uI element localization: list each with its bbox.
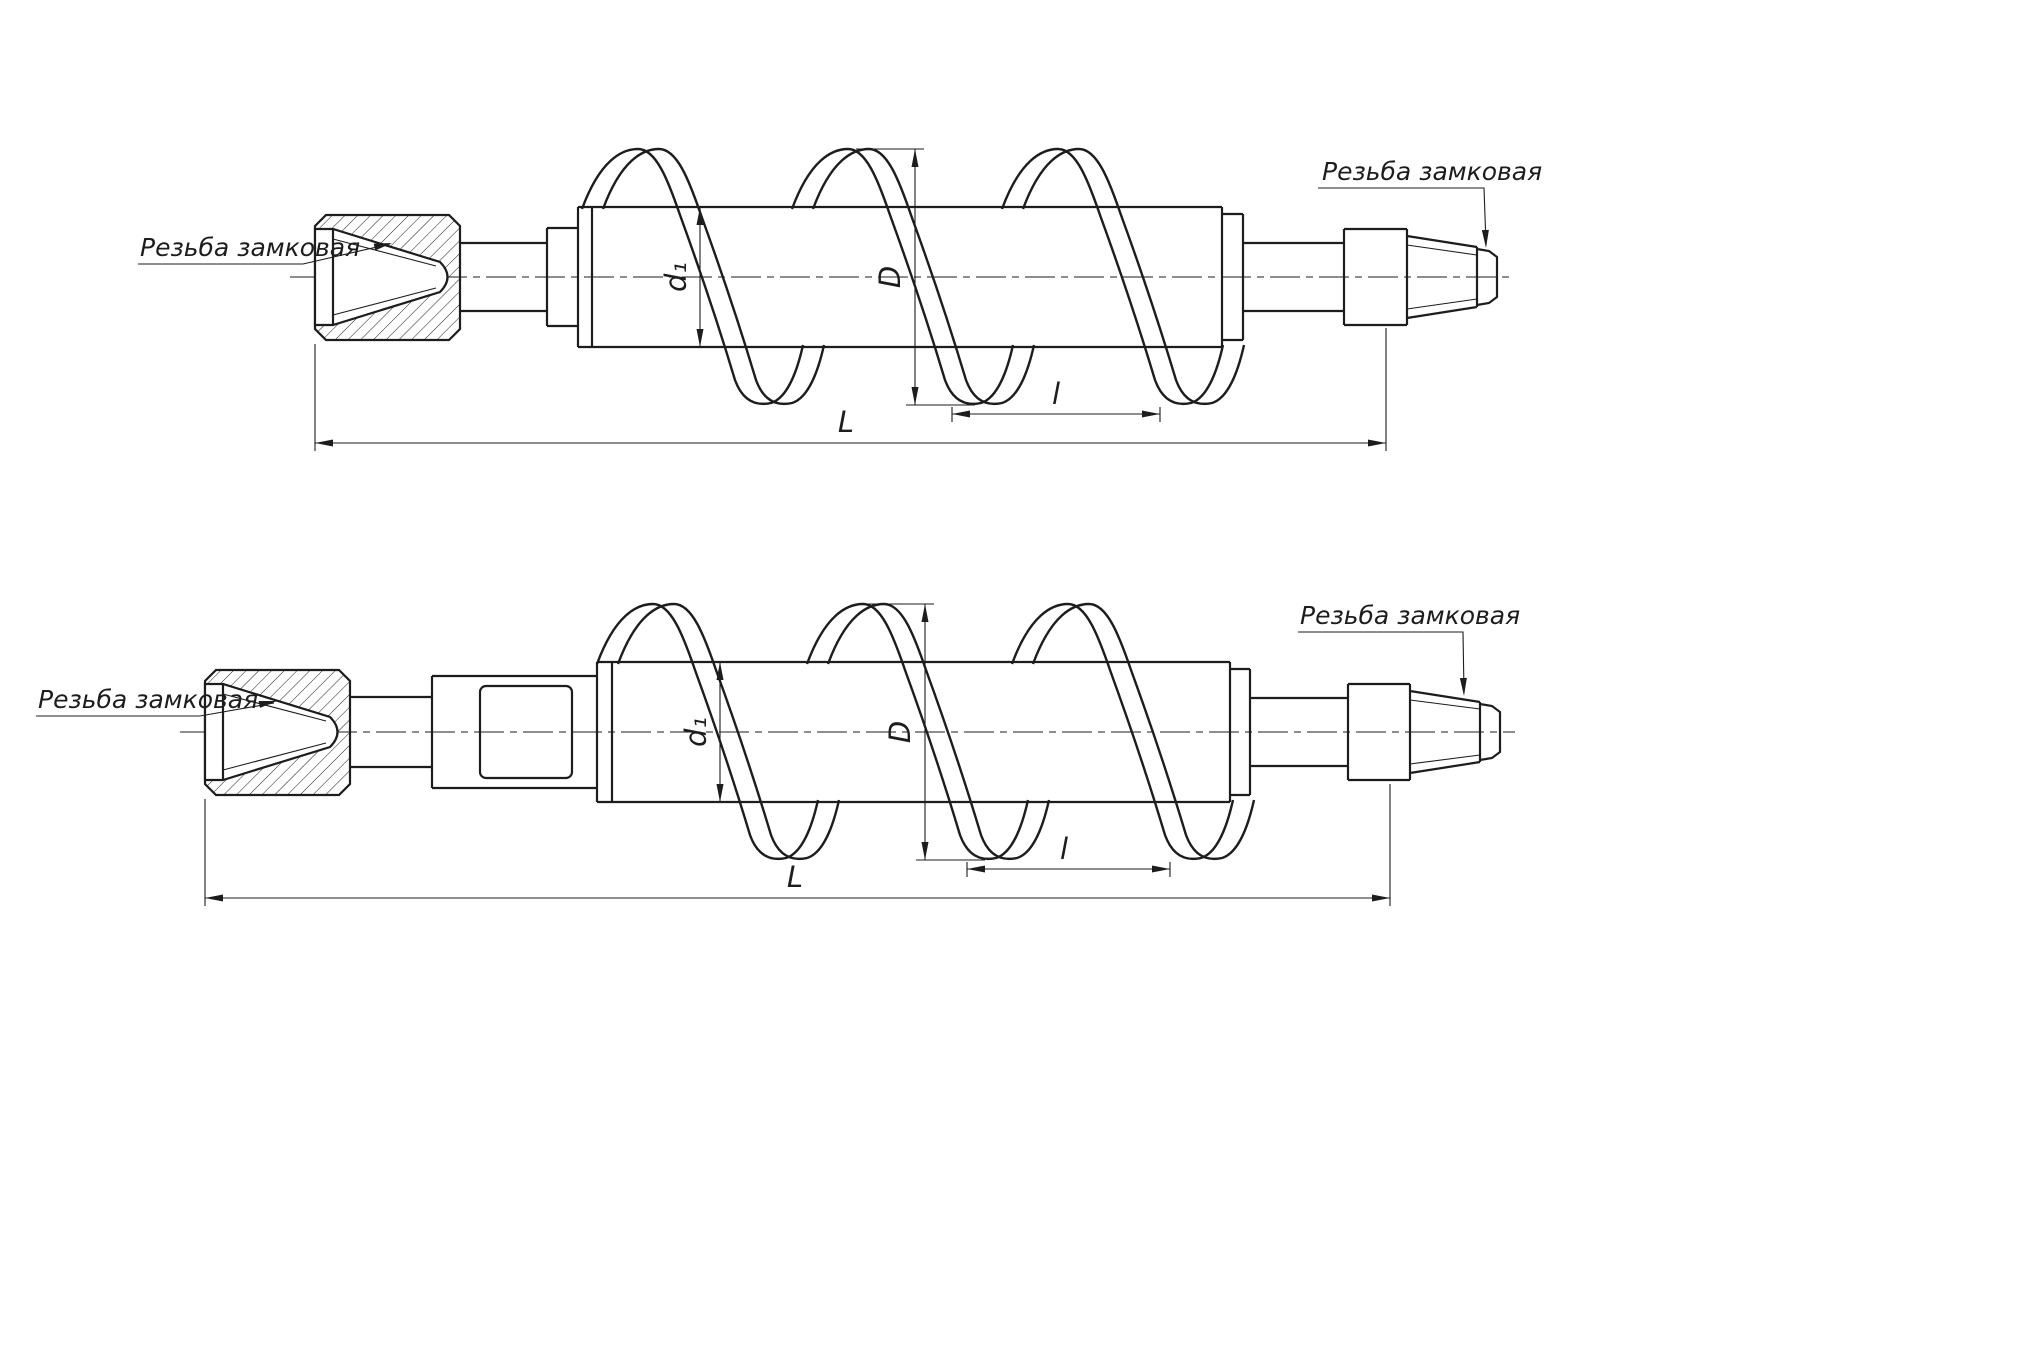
shaft-outline [460, 205, 1409, 349]
dimensions: d₁ D l L [314, 148, 1387, 451]
flight-turn [811, 147, 1036, 405]
flight-turn [1010, 602, 1235, 860]
arrowhead [921, 842, 929, 860]
pin-outline [1409, 689, 1502, 775]
arrowhead [921, 604, 929, 622]
dimension-lines [314, 148, 1387, 451]
flight-turn [601, 147, 826, 405]
box-thread-socket [313, 227, 449, 327]
lock-thread-label-right: Резьба замковая [1322, 157, 1542, 186]
shaft-outline [350, 660, 1412, 804]
dim-flight-diameter: D [883, 721, 917, 743]
arrowhead [952, 410, 970, 418]
arrowhead [258, 700, 277, 708]
pin-thread-lines [1406, 244, 1478, 310]
leader-callouts: Резьба замковая Резьба замковая [36, 601, 1520, 717]
box-thread-socket [203, 682, 339, 782]
lock-thread-label-left: Резьба замковая [140, 233, 360, 262]
arrowhead [1459, 677, 1467, 696]
flight-turn [595, 602, 820, 860]
spiral-flights [595, 602, 1256, 860]
dimensions: d₁ D l L [204, 603, 1391, 906]
lock-thread-label-left: Резьба замковая [38, 685, 258, 714]
dim-shaft-diameter: d₁ [679, 717, 713, 747]
flight-turn [616, 602, 841, 860]
arrowhead [315, 439, 333, 447]
leader-left [36, 702, 275, 717]
arrowhead [205, 894, 223, 902]
dim-flight-pitch: l [1060, 832, 1068, 866]
arrowhead [911, 149, 919, 167]
arrowhead [1368, 439, 1386, 447]
dim-total-length: L [787, 860, 803, 894]
arrowhead [1142, 410, 1160, 418]
leader-right [1298, 631, 1465, 693]
lower-auger-view: d₁ D l L Резьба замковая Резьба замковая [36, 601, 1520, 906]
pin-outline [1406, 234, 1499, 320]
arrowhead [1481, 229, 1489, 248]
box-coupling [203, 668, 352, 797]
arrowhead [373, 243, 392, 251]
dim-flight-pitch: l [1052, 377, 1060, 411]
arrowhead [911, 387, 919, 405]
flight-turn [1021, 147, 1246, 405]
leader-right [1318, 187, 1487, 245]
flight-turn [1000, 147, 1225, 405]
dim-total-length: L [838, 405, 854, 439]
arrowhead [967, 865, 985, 873]
lock-thread-label-right: Резьба замковая [1300, 601, 1520, 630]
leader-left [138, 243, 391, 265]
flight-turn [1031, 602, 1256, 860]
arrowhead [1372, 894, 1390, 902]
arrowhead [716, 784, 724, 802]
dim-shaft-diameter: d₁ [659, 262, 693, 292]
flight-turn [805, 602, 1030, 860]
socket-thread-lines [222, 693, 327, 771]
upper-auger-view: d₁ D l L Резьба замковая Резьба замковая [138, 147, 1542, 451]
flight-turn [580, 147, 805, 405]
box-coupling [313, 213, 462, 342]
flight-turn [826, 602, 1051, 860]
arrowhead [716, 662, 724, 680]
pin-thread-lines [1409, 699, 1481, 765]
dimension-lines [204, 603, 1391, 906]
socket-thread-lines [332, 238, 437, 316]
arrowhead [696, 329, 704, 347]
leader-callouts: Резьба замковая Резьба замковая [138, 157, 1542, 265]
dim-flight-diameter: D [873, 266, 907, 288]
flight-turn [790, 147, 1015, 405]
pin-thread-end [1409, 689, 1502, 775]
arrowhead [696, 207, 704, 225]
arrowhead [1152, 865, 1170, 873]
square-drive-flat [478, 684, 574, 780]
pin-thread-end [1406, 234, 1499, 320]
